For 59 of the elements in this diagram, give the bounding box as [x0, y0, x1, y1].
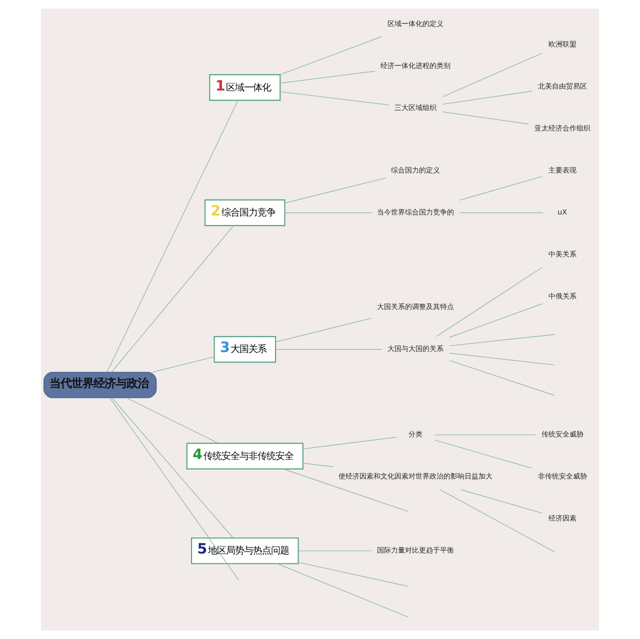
node-text: 北美自由贸易区 — [538, 82, 587, 91]
node-text: 大国关系的调整及其特点 — [377, 302, 454, 312]
connector — [442, 112, 529, 124]
connector — [460, 212, 544, 214]
node-text: 经济因素 — [548, 514, 576, 523]
node-text: 当今世界综合国力竞争的 — [377, 208, 454, 217]
node-box: 当代世界经济与政治 — [44, 372, 157, 398]
connector — [302, 436, 397, 450]
node-text: 非传统安全威胁 — [538, 472, 587, 481]
node-text: 经济一体化进程的类别 — [380, 60, 451, 70]
connector — [111, 225, 234, 372]
node-text: 分类 — [408, 430, 423, 439]
connector — [460, 489, 543, 514]
connector — [298, 562, 408, 587]
connector — [442, 90, 532, 105]
connector — [152, 356, 215, 372]
connector — [284, 212, 372, 214]
node-text: 区域一体化的定义 — [388, 18, 444, 28]
node-text: 使经济因素和文化因素对世界政治的影响日益加大 — [338, 472, 493, 481]
connector — [283, 468, 408, 512]
node-text: 大国与大国的关系 — [388, 344, 444, 354]
node-text: 国际力量对比更趋于平衡 — [377, 546, 454, 555]
connector — [436, 267, 543, 337]
node-text: 综合国力的定义 — [391, 166, 440, 175]
node-box: 1 区域一体化 — [209, 74, 281, 101]
connector — [440, 489, 555, 552]
connector — [449, 352, 555, 366]
connector — [449, 334, 555, 346]
connector — [434, 440, 532, 469]
connector — [302, 462, 334, 468]
node-box: 5地区局势与热点问题 — [191, 537, 299, 564]
connector — [298, 550, 372, 552]
node-text: 主要表现 — [548, 166, 576, 175]
node-text: 三大区域组织 — [394, 102, 437, 112]
node-text: 传统安全威胁 — [541, 430, 584, 439]
node-text: 亚太经济合作组织 — [534, 124, 590, 133]
node-box: 2 综合国力竞争 — [204, 199, 286, 226]
connector — [275, 318, 372, 342]
node-text: 欧洲联盟 — [548, 40, 576, 49]
connector — [434, 434, 536, 436]
connector — [284, 178, 386, 204]
node-box: 3 大国关系 — [214, 336, 276, 363]
node-box: 4传统安全与非传统安全 — [186, 442, 304, 470]
node-text: uX — [558, 208, 568, 217]
connector — [460, 176, 543, 200]
connector — [280, 91, 390, 106]
connector — [126, 398, 219, 444]
connector — [112, 398, 234, 538]
connector — [280, 36, 382, 75]
node-text: 中俄关系 — [548, 292, 576, 301]
connector — [442, 52, 543, 97]
connector — [276, 563, 408, 618]
connector — [275, 349, 382, 350]
connector — [280, 70, 376, 84]
connector — [449, 360, 555, 396]
node-text: 中美关系 — [548, 250, 576, 259]
connector — [106, 100, 238, 372]
connector — [449, 303, 543, 338]
connector — [110, 398, 239, 580]
